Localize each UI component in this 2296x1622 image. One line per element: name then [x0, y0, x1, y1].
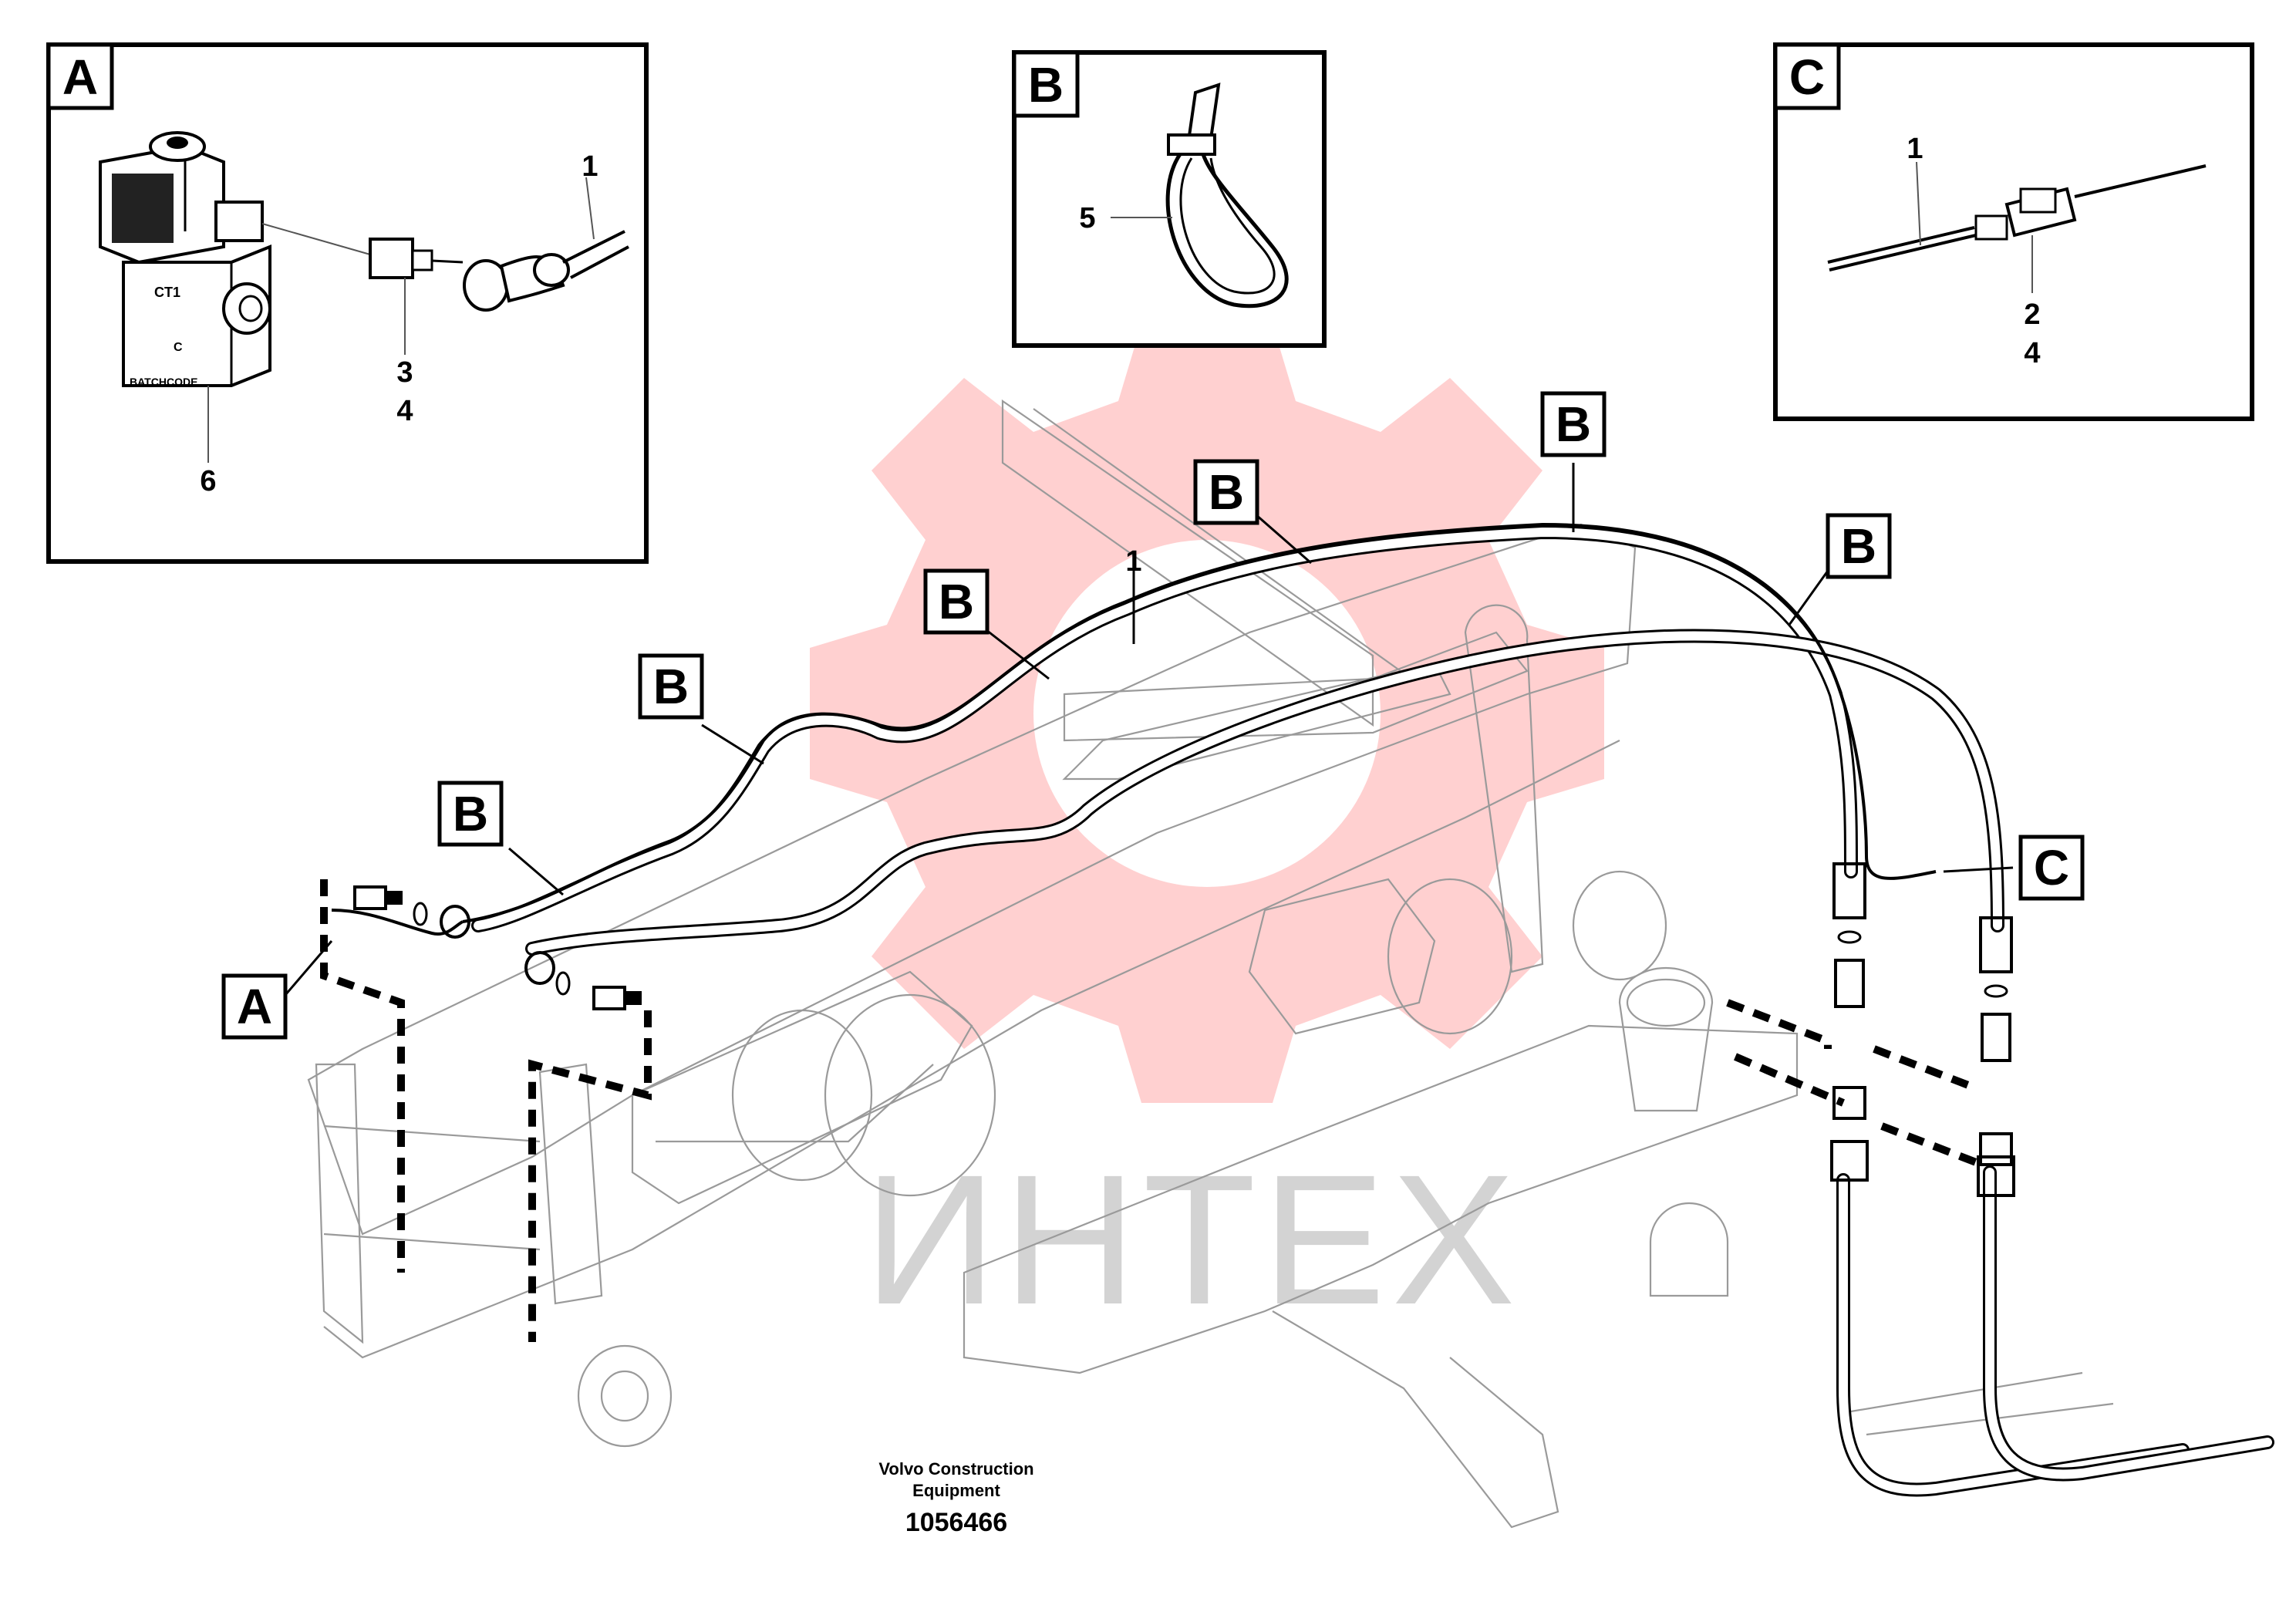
cable-tie-icon: [1165, 83, 1289, 309]
svg-text:A: A: [62, 49, 98, 105]
svg-text:B: B: [653, 659, 689, 714]
elbow-connector-icon: [463, 253, 570, 312]
svg-text:B: B: [1841, 518, 1876, 574]
svg-text:A: A: [237, 979, 272, 1034]
callout-b-1: B: [437, 781, 504, 847]
caption-company-line-2: Equipment: [912, 1481, 1000, 1500]
connector-plug-icon: [369, 238, 464, 279]
part-number-c-cable: 1: [1907, 133, 1923, 165]
caption-company-line-1: Volvo Construction: [878, 1459, 1033, 1479]
svg-text:B: B: [1209, 464, 1244, 520]
callout-b-4: B: [1193, 459, 1259, 525]
drawing-caption: Volvo Construction Equipment 1056466: [878, 1459, 1033, 1537]
part-number-a-cable: 1: [582, 150, 598, 183]
detail-a-panel: A CT1 C BATCHCODE: [46, 42, 649, 564]
svg-text:B: B: [1556, 396, 1591, 452]
watermark-gear-icon: [810, 324, 1604, 1103]
hydraulic-hoses: [331, 522, 2274, 1497]
svg-text:C: C: [2034, 840, 2069, 895]
solenoid-valve-icon: CT1 C BATCHCODE: [99, 131, 271, 388]
svg-text:C: C: [1789, 49, 1825, 105]
dashed-leader-lines: [320, 879, 1984, 1342]
svg-text:B: B: [1028, 57, 1064, 113]
valve-port-marking: CT1: [154, 285, 180, 300]
detail-b-panel: B 5: [1012, 50, 1327, 348]
valve-batch-marking: BATCHCODE: [130, 376, 197, 388]
svg-text:B: B: [453, 786, 488, 841]
connector-c-icon: [1974, 187, 2077, 241]
callout-b-5: B: [1540, 391, 1607, 457]
callout-a: A: [221, 973, 288, 1040]
part-number-a-connector-1: 3: [396, 356, 413, 389]
valve-side-marking: C: [174, 341, 183, 354]
part-number-main-cable: 1: [1125, 545, 1141, 578]
part-number-b-tie: 5: [1079, 202, 1095, 234]
callout-b-3: B: [923, 568, 990, 635]
part-number-c-connector-1: 2: [2024, 298, 2040, 331]
part-number-a-connector-2: 4: [396, 395, 413, 427]
watermark-text: ИНТЕХ: [864, 1136, 1522, 1343]
hose-fittings: [353, 862, 2015, 1197]
detail-c-panel: C 1 2 4: [1773, 42, 2254, 421]
callout-b-6: B: [1826, 513, 1892, 579]
part-number-c-connector-2: 4: [2024, 337, 2040, 369]
drawing-number: 1056466: [905, 1508, 1007, 1537]
callout-leaders: [284, 463, 2014, 996]
callout-b-2: B: [638, 653, 704, 720]
callout-c: C: [2018, 835, 2085, 901]
part-number-a-valve: 6: [200, 465, 216, 497]
svg-text:B: B: [939, 574, 974, 629]
